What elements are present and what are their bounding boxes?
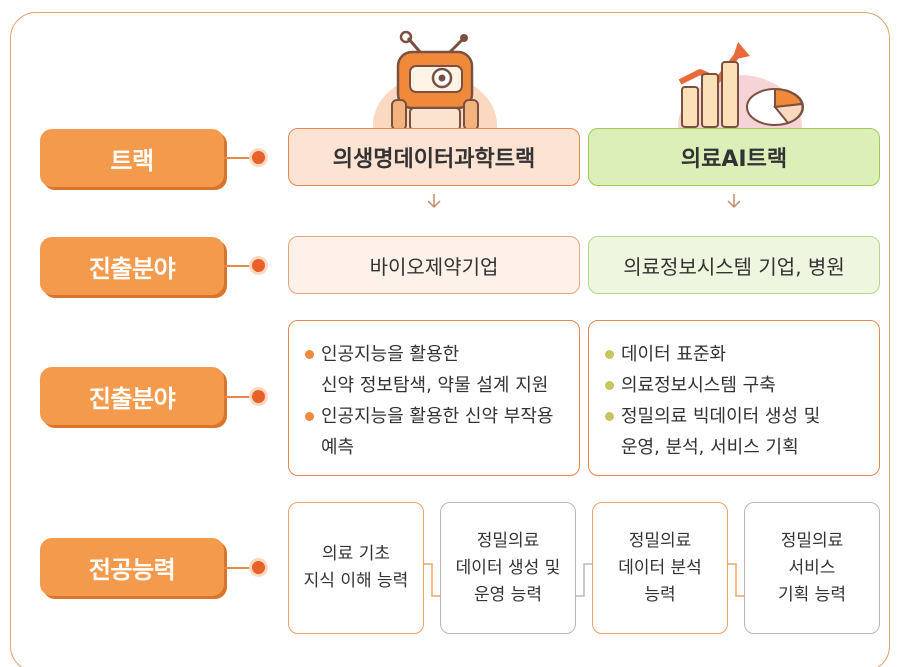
track-title-left: 의생명데이터과학트랙: [332, 147, 536, 172]
skill-line: 능력: [644, 584, 676, 605]
connector-line: [224, 396, 258, 398]
skill-box-2: 정밀의료 데이터 생성 및 운영 능력: [440, 502, 576, 634]
track-title-right: 의료AI트랙: [680, 147, 788, 172]
robot-illustration: [373, 30, 497, 135]
career-box-right: 의료정보시스템 기업, 병원: [588, 236, 880, 294]
bullet-dot: [305, 412, 314, 421]
skill-line: 데이터 분석: [618, 557, 702, 578]
skill-line: 정밀의료: [476, 530, 540, 551]
list-line: 운영, 분석, 서비스 기획: [621, 437, 799, 458]
bullet-dot: [305, 350, 314, 359]
bullet-dot: [605, 412, 614, 421]
skill-line: 서비스: [788, 557, 836, 578]
chevron-down-icon: [427, 194, 441, 209]
track-box-right: 의료AI트랙: [588, 128, 880, 186]
list-item: 정밀의료 빅데이터 생성 및 운영, 분석, 서비스 기획: [605, 401, 863, 463]
list-line: 데이터 표준화: [621, 344, 727, 365]
row-label-text: 진출분야: [88, 254, 176, 283]
connector-dot: [252, 390, 265, 403]
row-label-text: 트랙: [110, 146, 154, 175]
skill-line: 기획 능력: [778, 584, 846, 605]
skill-line: 의료 기초: [322, 544, 390, 564]
track-box-left: 의생명데이터과학트랙: [288, 128, 580, 186]
list-line: 인공지능을 활용한: [321, 344, 460, 365]
skill-line: 지식 이해 능력: [303, 571, 409, 591]
connector-line: [224, 157, 258, 159]
bullet-dot: [605, 381, 614, 390]
skill-connector: [420, 563, 444, 597]
list-item: 데이터 표준화: [605, 339, 863, 370]
row-label-skill: 전공능력: [40, 538, 224, 596]
skill-box-3: 정밀의료 데이터 분석 능력: [592, 502, 728, 634]
list-line: 예측: [321, 437, 355, 458]
list-item: 의료정보시스템 구축: [605, 370, 863, 401]
career-right: 의료정보시스템 기업, 병원: [623, 254, 845, 279]
row-label-career: 진출분야: [40, 237, 224, 295]
connector-dot: [252, 561, 265, 574]
row-label-track: 트랙: [40, 129, 224, 187]
career-box-left: 바이오제약기업: [288, 236, 580, 294]
skill-line: 정밀의료: [780, 530, 844, 551]
list-line: 정밀의료 빅데이터 생성 및: [621, 406, 821, 427]
row-label-duty: 진출분야: [40, 367, 224, 425]
connector-line: [224, 567, 258, 569]
connector-line: [224, 265, 258, 267]
connector-dot: [252, 259, 265, 272]
skill-line: 데이터 생성 및: [455, 557, 561, 578]
duty-box-right: 데이터 표준화 의료정보시스템 구축 정밀의료 빅데이터 생성 및 운영, 분석…: [588, 320, 880, 476]
connector-dot: [252, 151, 265, 164]
chevron-down-icon: [727, 194, 741, 209]
row-label-text: 진출분야: [88, 384, 176, 413]
list-line: 의료정보시스템 구축: [621, 375, 776, 396]
skill-box-4: 정밀의료 서비스 기획 능력: [744, 502, 880, 634]
skill-box-1: 의료 기초 지식 이해 능력: [288, 502, 424, 634]
list-line: 신약 정보탐색, 약물 설계 지원: [321, 375, 549, 396]
list-item: 인공지능을 활용한 신약 정보탐색, 약물 설계 지원: [305, 339, 563, 401]
row-label-text: 전공능력: [88, 555, 176, 584]
duty-box-left: 인공지능을 활용한 신약 정보탐색, 약물 설계 지원 인공지능을 활용한 신약…: [288, 320, 580, 476]
list-item: 인공지능을 활용한 신약 부작용 예측: [305, 401, 563, 463]
career-left: 바이오제약기업: [369, 254, 499, 279]
skill-line: 정밀의료: [628, 530, 692, 551]
chart-illustration: [678, 42, 804, 137]
skill-connector: [724, 563, 748, 597]
skill-line: 운영 능력: [474, 584, 542, 605]
skill-connector: [572, 563, 596, 597]
bullet-dot: [605, 350, 614, 359]
list-line: 인공지능을 활용한 신약 부작용: [321, 406, 554, 427]
